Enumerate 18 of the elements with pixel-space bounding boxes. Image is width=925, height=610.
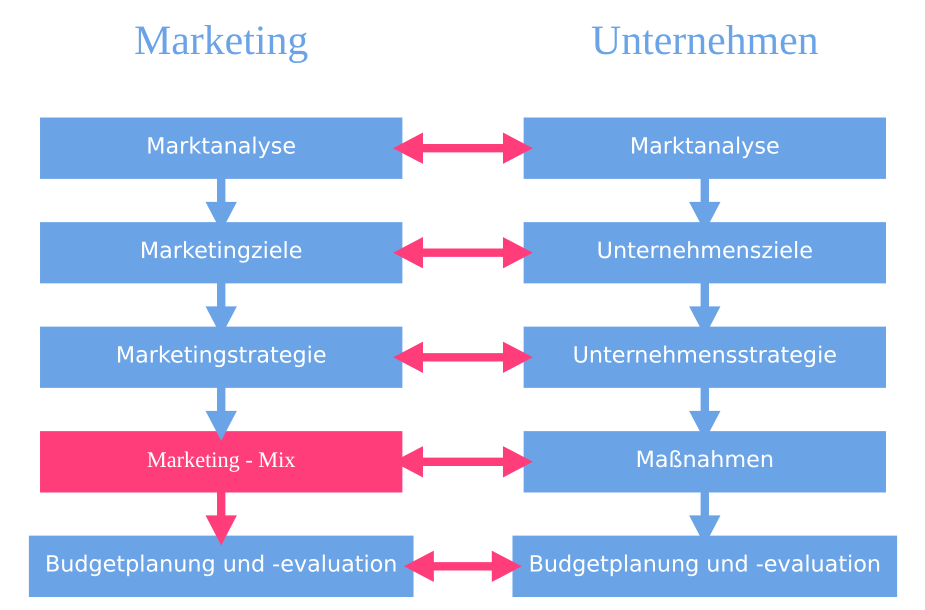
arrow	[392, 237, 532, 268]
arrow	[392, 132, 532, 164]
node-box: Budgetplanung und -evaluation	[512, 536, 897, 597]
node-box: Marktanalyse	[40, 118, 402, 179]
node-box: Unternehmensziele	[523, 222, 886, 284]
node-box: Maßnahmen	[523, 431, 886, 492]
arrow	[205, 492, 236, 546]
node-box: Marktanalyse	[523, 118, 886, 179]
node-box: Unternehmensstrategie	[523, 326, 886, 388]
node-box: Budgetplanung und -evaluation	[28, 536, 414, 597]
node-box: Marketingziele	[40, 222, 402, 284]
arrow	[403, 550, 522, 582]
arrow	[205, 388, 236, 441]
arrow	[392, 342, 532, 373]
label: Marketing	[134, 18, 308, 64]
label: Unternehmen	[590, 18, 818, 64]
node-box: Marketingstrategie	[40, 326, 402, 388]
node-box: Marketing - Mix	[40, 431, 402, 492]
